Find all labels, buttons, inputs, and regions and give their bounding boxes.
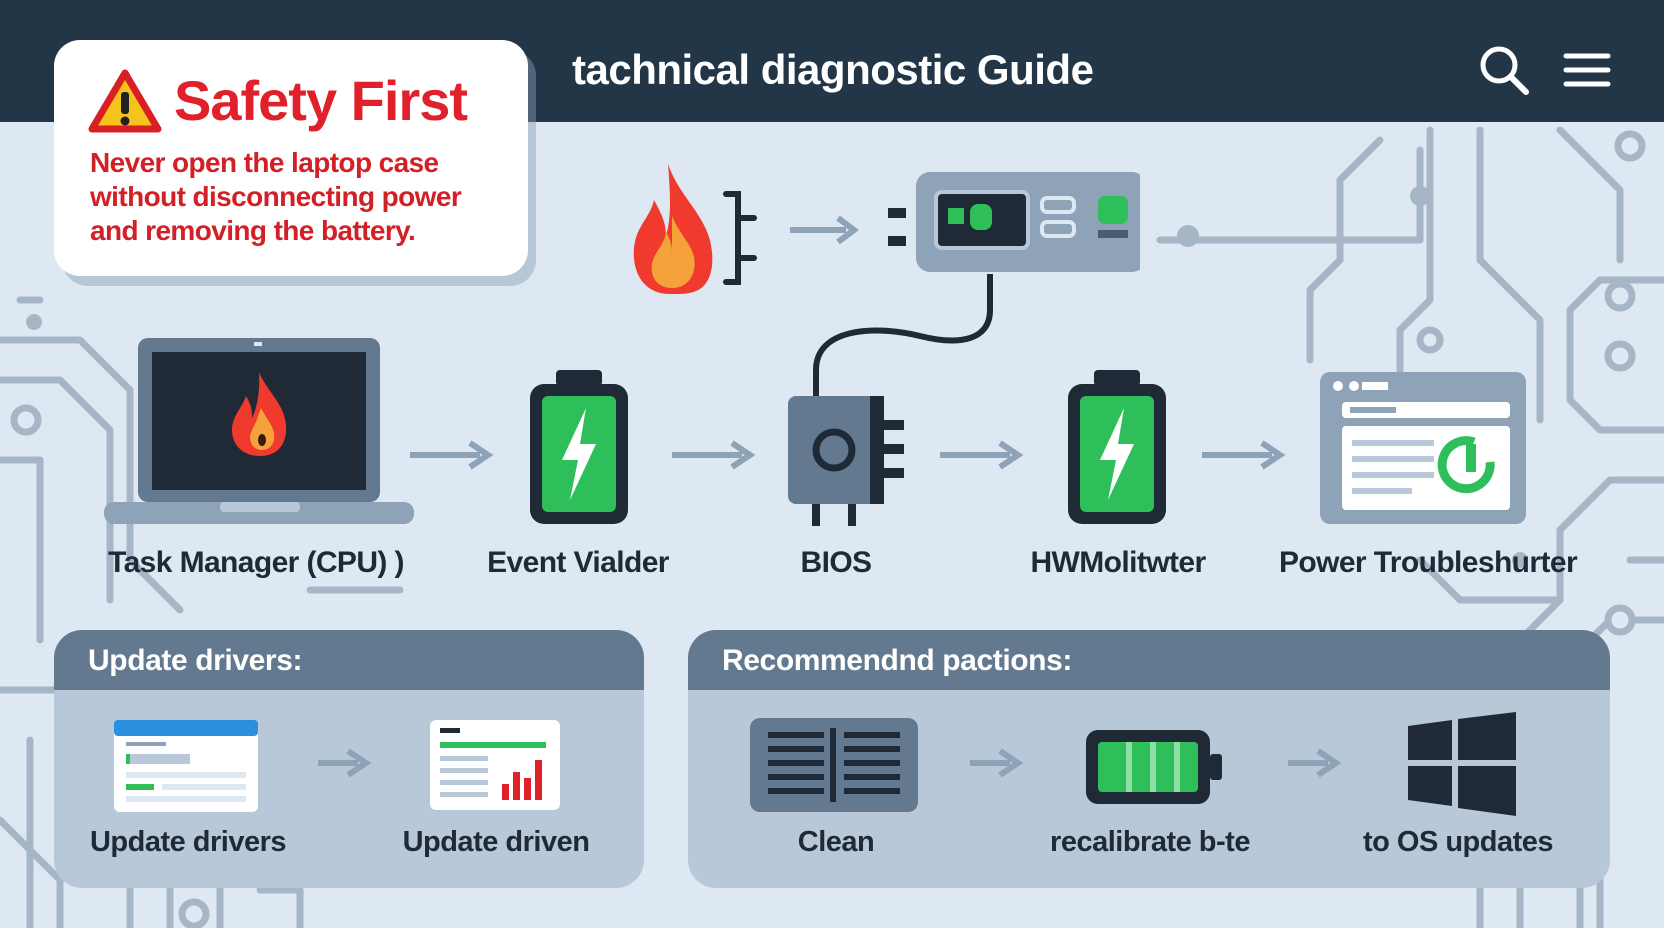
power-adapter-icon	[788, 396, 904, 526]
flame-icon	[633, 164, 713, 295]
panel-header: Recommendnd pactions:	[688, 630, 1610, 690]
panel-title: Update drivers:	[88, 644, 303, 677]
search-icon[interactable]	[1478, 44, 1530, 96]
driver-window-icon	[114, 720, 258, 812]
plug-icon	[723, 191, 757, 285]
flow-step-label: BIOS	[800, 546, 873, 579]
arrow-icon	[410, 440, 494, 470]
flow-step-label: Power Troubleshurter	[1278, 546, 1578, 579]
troubleshooter-window-icon	[1320, 372, 1526, 524]
flow-step-label: HWMolitwter	[1030, 546, 1206, 579]
panel-title: Recommendnd pactions:	[722, 644, 1072, 677]
panel-header: Update drivers:	[54, 630, 644, 690]
laptop-flame-icon	[104, 338, 414, 524]
panel-item-label: recalibrate b-te	[1050, 826, 1250, 858]
battery-charging-icon	[1068, 370, 1166, 524]
flow-step-label: Task Manager (CPU) )	[108, 546, 404, 579]
update-drivers-panel: Update drivers: Update drivers Update dr…	[54, 630, 644, 888]
safety-heading: Safety First	[174, 69, 468, 132]
safety-message: Never open the laptop case without disco…	[90, 147, 462, 246]
panel-item-label: Update driven	[402, 826, 590, 858]
safety-card: Safety First Never open the laptop case …	[54, 40, 528, 276]
vent-grille-icon	[750, 718, 918, 812]
arrow-icon	[672, 440, 756, 470]
page-title: tachnical diagnostic Guide	[572, 46, 1094, 93]
battery-charging-icon	[530, 370, 628, 524]
arrow-icon	[318, 748, 372, 778]
recommended-actions-panel: Recommendnd pactions: Clean recalibrate …	[688, 630, 1610, 888]
arrow-icon	[790, 215, 859, 245]
battery-full-icon	[1086, 730, 1222, 804]
power-supply-unit-icon	[888, 172, 1140, 272]
warning-triangle-icon	[88, 69, 162, 133]
power-chain-diagram	[633, 164, 1140, 400]
arrow-icon	[970, 748, 1024, 778]
arrow-icon	[940, 440, 1024, 470]
arrow-icon	[1202, 440, 1286, 470]
arrow-icon	[1288, 748, 1342, 778]
driver-report-icon	[430, 720, 560, 810]
hamburger-menu-icon[interactable]	[1562, 44, 1614, 96]
windows-logo-icon	[1408, 712, 1516, 816]
panel-item-label: Clean	[797, 826, 875, 858]
flow-step-label: Event Vialder	[487, 546, 669, 579]
panel-item-label: Update drivers	[89, 826, 287, 858]
panel-item-label: to OS updates	[1362, 826, 1554, 858]
